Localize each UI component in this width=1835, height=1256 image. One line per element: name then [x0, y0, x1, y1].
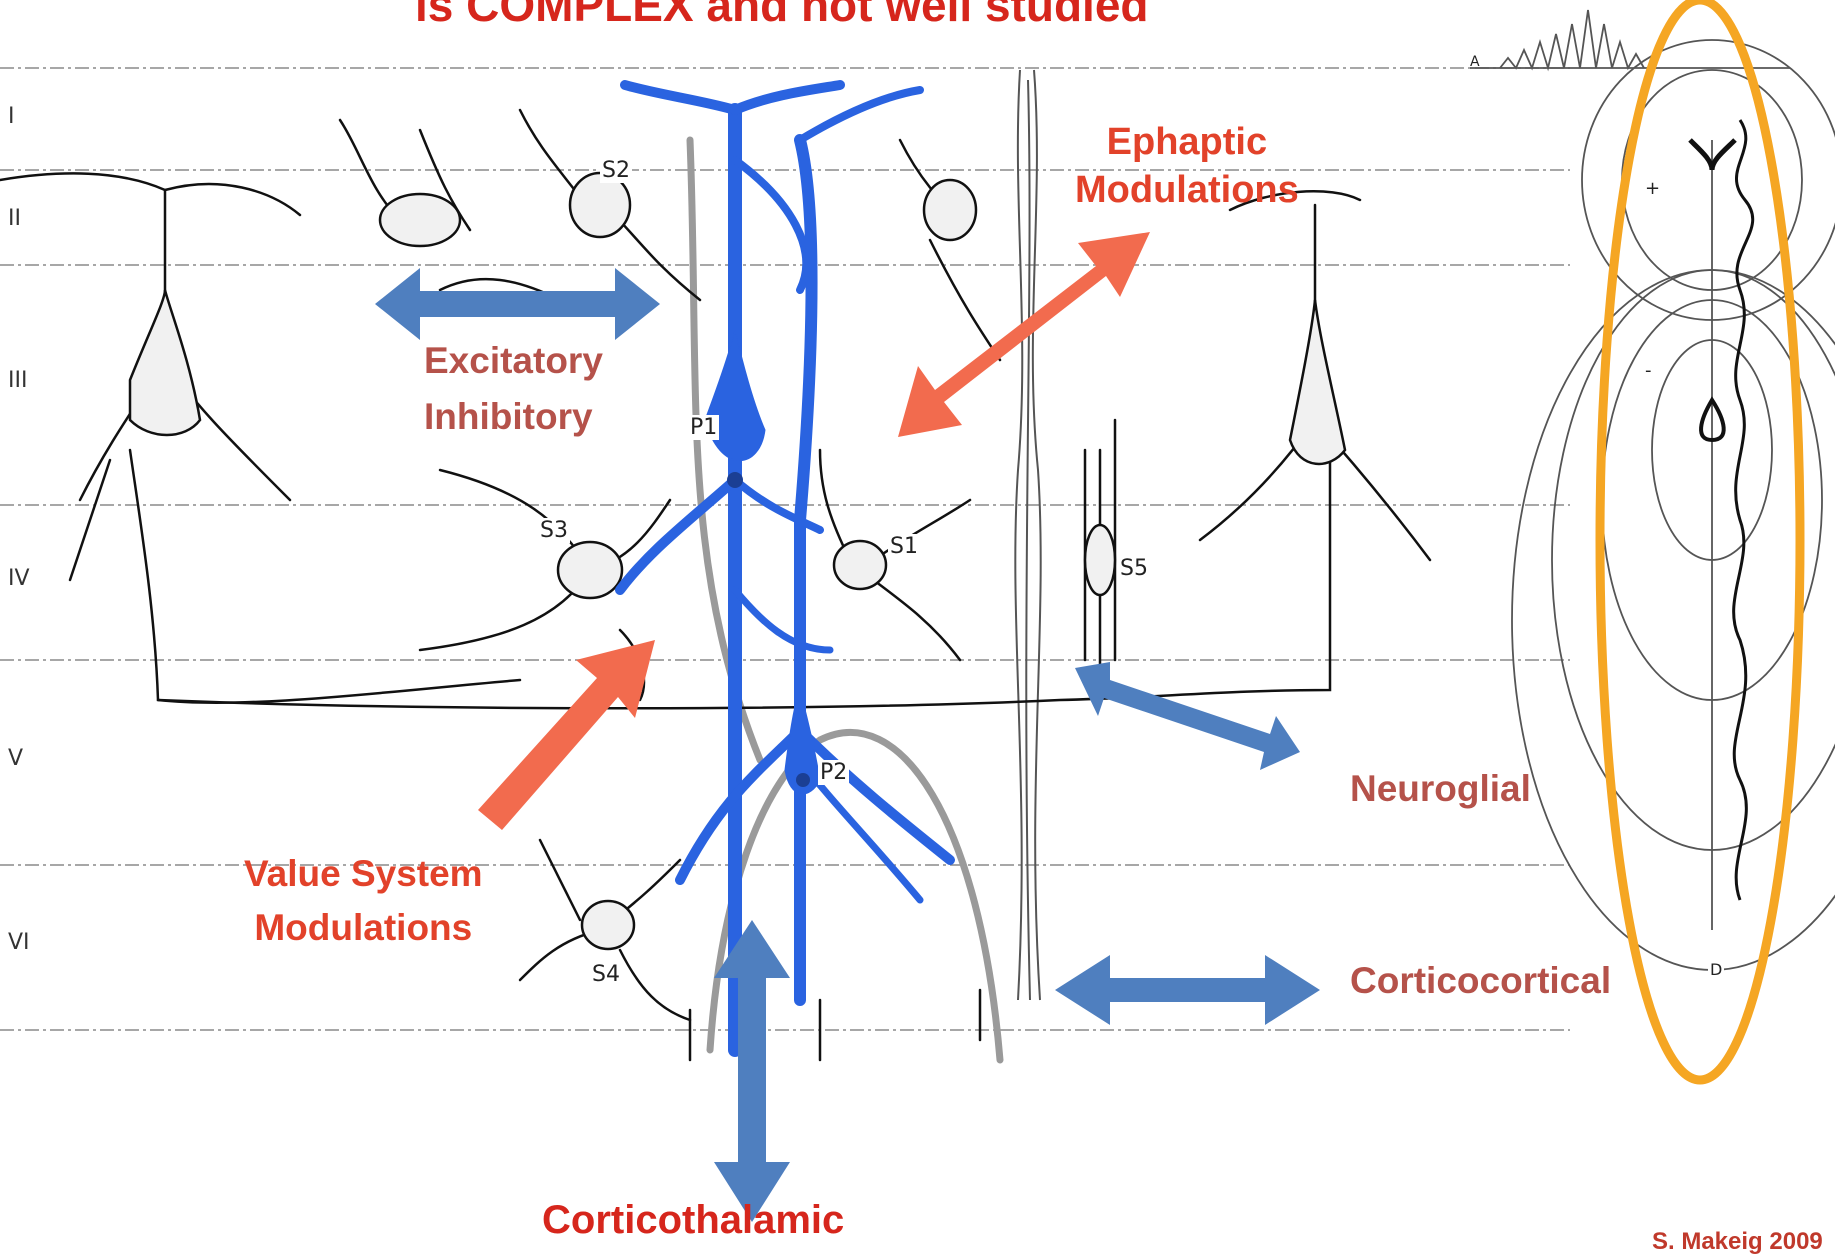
corticocortical-label: Corticocortical [1350, 960, 1611, 1002]
layer-label-iv: IV [8, 566, 30, 591]
black-neurons [0, 110, 1430, 1060]
corticocortical-arrow [1055, 955, 1320, 1025]
cell-label-p1: P1 [688, 415, 719, 440]
ephaptic-label: Ephaptic Modulations [1075, 118, 1299, 214]
field-label-a: A [1468, 54, 1482, 70]
ephaptic-arrow [898, 232, 1150, 437]
cell-label-p2: P2 [818, 760, 849, 785]
cell-label-s1: S1 [888, 534, 920, 559]
cell-label-s3: S3 [538, 518, 570, 543]
neuroglial-label: Neuroglial [1350, 768, 1531, 810]
layer-label-vi: VI [8, 930, 30, 955]
layer-label-v: V [8, 746, 23, 771]
blue-pyramidal-neurons [620, 85, 950, 1050]
value-system-label: Value System Modulations [244, 847, 483, 955]
corticothalamic-arrow [714, 920, 790, 1222]
neuroglial-arrow [1075, 662, 1300, 770]
field-label-plus: + [1643, 178, 1662, 199]
excitatory-label: Excitatory [424, 340, 603, 382]
value-system-label-line2: Modulations [244, 901, 483, 955]
value-system-label-line1: Value System [244, 847, 483, 901]
inhibitory-label: Inhibitory [424, 396, 593, 438]
credit-text: S. Makeig 2009 [1652, 1228, 1823, 1256]
layer-label-i: I [8, 104, 15, 129]
cell-label-s2: S2 [600, 158, 632, 183]
cell-label-s4: S4 [590, 962, 622, 987]
field-label-d: D [1708, 960, 1724, 979]
field-label-minus: - [1643, 360, 1654, 381]
ephaptic-label-line1: Ephaptic [1075, 118, 1299, 166]
layer-label-iii: III [8, 368, 27, 393]
ephaptic-label-line2: Modulations [1075, 166, 1299, 214]
highlight-ellipse [1600, 0, 1800, 1080]
field-potential-panel [1470, 10, 1835, 970]
vertical-fibers [1015, 70, 1040, 1000]
cell-label-s5: S5 [1118, 556, 1150, 581]
layer-label-ii: II [8, 206, 21, 231]
value-system-arrow [478, 640, 655, 830]
excitatory-inhibitory-arrow [375, 268, 660, 340]
corticothalamic-label: Corticothalamic [542, 1198, 844, 1243]
